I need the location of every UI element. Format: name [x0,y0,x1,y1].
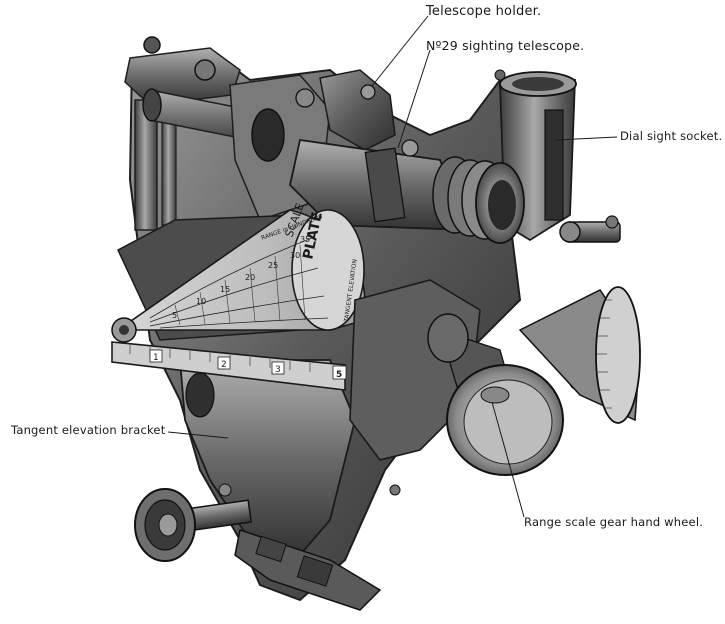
bar-number-5: 5 [336,370,342,380]
sighting-telescope [289,138,525,244]
elevation-bar-scale: 1 2 3 5 [111,341,347,391]
callout-range-scale-gear-hand-wheel: Range scale gear hand wheel. [524,515,704,529]
bar-number-1: 1 [153,353,159,363]
plate-number-5: 5 [172,311,177,320]
plate-number-35: 35 [300,235,310,244]
plate-number-10: 10 [196,297,206,306]
elevation-handwheel [134,488,253,562]
plate-number-30: 30 [290,251,300,260]
plate-number-15: 15 [220,285,230,294]
range-drum [518,286,641,424]
bar-number-2: 2 [221,360,227,370]
range-scale-gear-hand-wheel [427,313,583,476]
telescope-holder [319,69,396,151]
bar-number-3: 3 [275,365,281,375]
callout-sighting-telescope: Nº29 sighting telescope. [426,38,585,53]
leader-lines [167,15,618,518]
range-scale-plate: 5 10 15 20 25 30 35 PLATE SCALE RANGE in… [111,201,367,343]
callout-dial-sight-socket: Dial sight socket. [620,129,723,143]
plate-number-20: 20 [245,273,255,282]
callout-tangent-elevation-bracket: Tangent elevation bracket [11,423,166,437]
callout-telescope-holder: Telescope holder. [426,4,542,19]
plate-number-25: 25 [268,261,278,270]
